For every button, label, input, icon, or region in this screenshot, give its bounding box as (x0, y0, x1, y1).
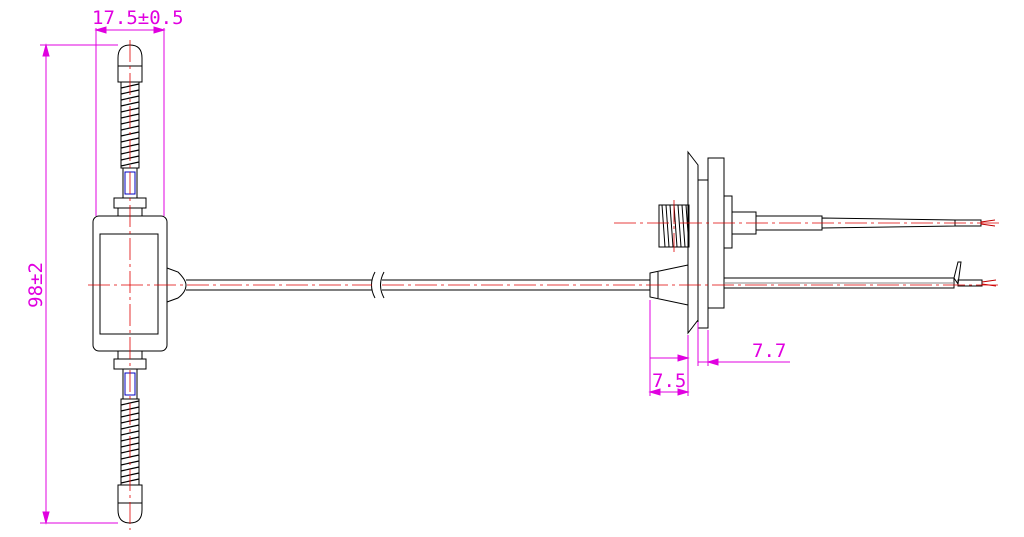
cable (186, 271, 650, 299)
thread-line (673, 204, 678, 248)
coil-turn (120, 430, 140, 436)
coil-turn (120, 424, 140, 430)
thread-line (661, 204, 666, 248)
thread-line (669, 204, 674, 248)
gap-left-label: 7.5 (652, 370, 686, 392)
flange-assembly (649, 150, 997, 335)
antenna-assembly (92, 44, 187, 524)
flange-plate (697, 179, 709, 329)
width-dimension-label: 17.5±0.5 (92, 7, 184, 29)
flange-plate-back (707, 157, 725, 309)
coil-turn (120, 101, 140, 107)
dimension-lines (40, 26, 790, 525)
thread-line (685, 204, 690, 248)
coil-turn (120, 95, 140, 101)
coil-turn (120, 161, 140, 167)
height-dimension-label: 98±2 (25, 262, 47, 308)
dimension-labels: 17.5±0.5 98±2 7.5 7.7 (25, 7, 786, 392)
thread-line (677, 204, 682, 248)
housing-window (99, 233, 159, 335)
coil-turn (120, 125, 140, 131)
thread-line (681, 204, 686, 248)
centerlines (88, 40, 1000, 530)
housing-nozzle (166, 267, 187, 303)
gap-right-label: 7.7 (752, 340, 786, 362)
thread-line (665, 204, 670, 248)
